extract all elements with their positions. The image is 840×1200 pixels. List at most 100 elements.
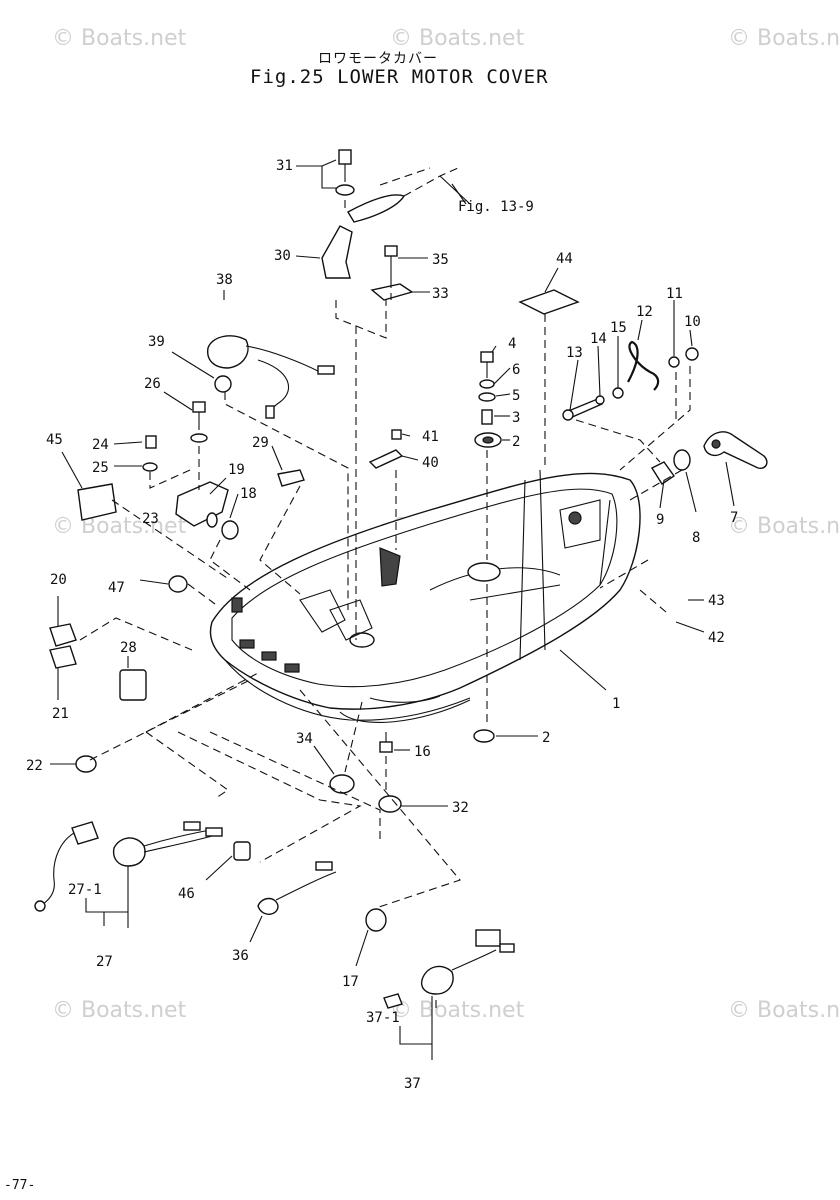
label-39: 39 (148, 334, 165, 350)
screw-24 (145, 435, 157, 449)
bracket-19 (175, 481, 229, 527)
label-46: 46 (178, 886, 195, 902)
label-7: 7 (730, 510, 738, 526)
label-35: 35 (432, 252, 449, 268)
label-44: 44 (556, 251, 573, 267)
label-22: 22 (26, 758, 43, 774)
bolt-26 (190, 401, 208, 443)
screw-16 (379, 732, 393, 753)
label-30: 30 (274, 248, 291, 264)
lower-motor-cover (209, 469, 641, 723)
label-13: 13 (566, 345, 583, 361)
label-4: 4 (508, 336, 516, 352)
cover-28 (119, 669, 147, 701)
watermark: © Boats.net (728, 26, 840, 51)
label-15: 15 (610, 320, 627, 336)
main-switch-37 (383, 929, 515, 1009)
bolt-stack (474, 351, 502, 448)
label-3: 3 (512, 410, 520, 426)
label-37-1: 37-1 (366, 1010, 400, 1026)
grommet-18b (221, 520, 239, 540)
bushing-9 (650, 461, 675, 485)
label-8: 8 (692, 530, 700, 546)
label-9: 9 (656, 512, 664, 528)
plate-33 (370, 283, 414, 301)
label-21: 21 (52, 706, 69, 722)
clip-29 (277, 469, 305, 487)
label-24: 24 (92, 437, 109, 453)
page-number: -77- (4, 1178, 36, 1193)
grommet-47 (168, 575, 188, 593)
label-27: 27 (96, 954, 113, 970)
label-2-lower: 2 (542, 730, 550, 746)
label-17: 17 (342, 974, 359, 990)
grommet-34 (329, 774, 355, 794)
harness-clip (347, 167, 471, 223)
lever-7 (703, 431, 768, 470)
watermark: © Boats.net (52, 514, 187, 539)
stop-switch-27 (34, 821, 223, 912)
grommet-32 (378, 795, 402, 813)
label-32: 32 (452, 800, 469, 816)
label-36: 36 (232, 948, 249, 964)
watermark: © Boats.net (728, 514, 840, 539)
label-18: 18 (240, 486, 257, 502)
label-43: 43 (708, 593, 725, 609)
washer-25 (142, 462, 158, 472)
watermark: © Boats.net (52, 26, 187, 51)
bolt-31 (335, 149, 355, 196)
label-40: 40 (422, 455, 439, 471)
clip-21 (49, 645, 77, 669)
plate-40 (368, 449, 404, 469)
watermark: © Boats.net (390, 26, 525, 51)
bracket-30 (321, 225, 353, 279)
label-25: 25 (92, 460, 109, 476)
label-2-upper: 2 (512, 434, 520, 450)
leader-lines (50, 159, 735, 1060)
figure-title: Fig.25 LOWER MOTOR COVER (250, 66, 549, 88)
label-14: 14 (590, 331, 607, 347)
assembly-lines (79, 200, 691, 1010)
watermark: © Boats.net (52, 998, 187, 1023)
watermark: © Boats.net (390, 998, 525, 1023)
label-fig-13-9: Fig. 13-9 (458, 199, 534, 215)
grommet-46 (233, 841, 251, 861)
switch-36 (257, 861, 337, 915)
label-26: 26 (144, 376, 161, 392)
grommet-17 (365, 908, 387, 932)
sheet-44 (518, 289, 580, 315)
side-hardware (562, 340, 699, 421)
label-31: 31 (276, 158, 293, 174)
washer-2 (473, 729, 495, 743)
clip-20 (49, 623, 77, 647)
label-33: 33 (432, 286, 449, 302)
label-20: 20 (50, 572, 67, 588)
label-34: 34 (296, 731, 313, 747)
label-45: 45 (46, 432, 63, 448)
screw-41 (391, 429, 402, 440)
grommet-8 (673, 449, 691, 471)
screw-35 (384, 245, 398, 280)
label-41: 41 (422, 429, 439, 445)
label-11: 11 (666, 286, 683, 302)
part-labels: 31 Fig. 13-9 30 35 33 44 38 39 26 45 24 … (26, 158, 738, 1092)
label-10: 10 (684, 314, 701, 330)
label-1: 1 (612, 696, 620, 712)
grommet-18 (206, 512, 218, 528)
label-5: 5 (512, 388, 520, 404)
label-6: 6 (512, 362, 520, 378)
grommet-39 (214, 375, 232, 393)
label-47: 47 (108, 580, 125, 596)
label-23: 23 (142, 511, 159, 527)
label-42: 42 (708, 630, 725, 646)
label-37: 37 (404, 1076, 421, 1092)
label-12: 12 (636, 304, 653, 320)
label-38: 38 (216, 272, 233, 288)
label-29: 29 (252, 435, 269, 451)
sheet-45 (77, 483, 117, 521)
switch-38 (207, 335, 335, 419)
label-19: 19 (228, 462, 245, 478)
label-16: 16 (414, 744, 431, 760)
